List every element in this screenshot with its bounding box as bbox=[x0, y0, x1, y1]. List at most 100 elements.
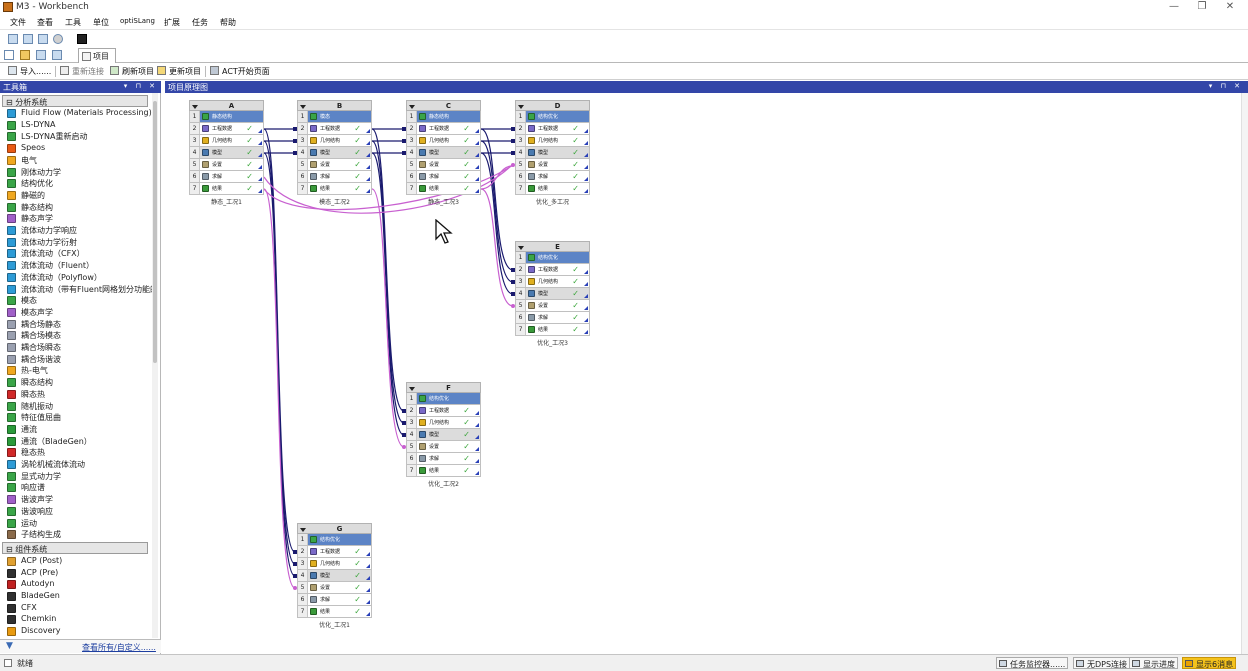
toolbox-item[interactable]: 谐波响应 bbox=[7, 506, 157, 517]
system-header[interactable]: G bbox=[297, 523, 372, 534]
toolbox-item[interactable]: 通流（BladeGen） bbox=[7, 436, 157, 447]
import-button[interactable]: 导入...... bbox=[8, 66, 51, 77]
collapse-icon[interactable] bbox=[192, 105, 198, 109]
filter-icon[interactable]: ▼ bbox=[6, 641, 13, 651]
component-systems-header[interactable]: ⊟ 组件系统 bbox=[2, 541, 148, 554]
system-name[interactable]: 优化_工况3 bbox=[537, 340, 568, 347]
show-progress-button[interactable]: 显示进度 bbox=[1129, 657, 1178, 669]
ansys-logo-icon[interactable] bbox=[77, 34, 87, 44]
toolbox-item[interactable]: LS-DYNA bbox=[7, 120, 157, 131]
new-icon[interactable] bbox=[4, 50, 14, 60]
toolbox-item[interactable]: 电气 bbox=[7, 155, 157, 166]
tab-project[interactable]: 项目 bbox=[78, 48, 116, 63]
system-name[interactable]: 优化_工况2 bbox=[428, 481, 459, 488]
toolbox-item[interactable]: 静磁的 bbox=[7, 190, 157, 201]
new-project-icon[interactable] bbox=[8, 34, 18, 44]
collapse-icon[interactable] bbox=[300, 528, 306, 532]
toolbox-item[interactable]: LS-DYNA重新启动 bbox=[7, 131, 157, 142]
system-name[interactable]: 静态_工况1 bbox=[211, 199, 242, 206]
toolbox-item[interactable]: 谐波声学 bbox=[7, 494, 157, 505]
menu-help[interactable]: 帮助 bbox=[220, 18, 236, 27]
toolbox-item[interactable]: 随机振动 bbox=[7, 401, 157, 412]
dps-connection-button[interactable]: 无DPS连接 bbox=[1073, 657, 1131, 669]
toolbox-item[interactable]: 瞬态热 bbox=[7, 389, 157, 400]
schematic-window-controls[interactable]: ▾ ⊓ ✕ bbox=[1208, 82, 1243, 90]
job-monitor-button[interactable]: 任务监控器...... bbox=[996, 657, 1069, 669]
toolbox-item[interactable]: 响应谱 bbox=[7, 482, 157, 493]
toolbox-item[interactable]: 刚体动力学 bbox=[7, 167, 157, 178]
toolbox-item[interactable]: 静态结构 bbox=[7, 202, 157, 213]
toolbox-item[interactable]: 特征值屈曲 bbox=[7, 412, 157, 423]
toolbox-item[interactable]: 耦合场静态 bbox=[7, 319, 157, 330]
toolbox-item[interactable]: Chemkin bbox=[7, 614, 157, 625]
collapse-icon[interactable] bbox=[409, 105, 415, 109]
open-icon[interactable] bbox=[23, 34, 33, 44]
system-name[interactable]: 静态_工况3 bbox=[428, 199, 459, 206]
system-name[interactable]: 优化_工况1 bbox=[319, 622, 350, 629]
menu-view[interactable]: 查看 bbox=[37, 18, 53, 27]
system-header[interactable]: D bbox=[515, 100, 590, 111]
toolbox-item[interactable]: 流体动力学响应 bbox=[7, 225, 157, 236]
save-as-icon[interactable] bbox=[52, 50, 62, 60]
toolbox-item[interactable]: 模态 bbox=[7, 295, 157, 306]
collapse-icon[interactable] bbox=[300, 105, 306, 109]
menu-optislang[interactable]: optiSLang bbox=[120, 17, 155, 25]
open-folder-icon[interactable] bbox=[20, 50, 30, 60]
system-header[interactable]: B bbox=[297, 100, 372, 111]
minimize-button[interactable]: — bbox=[1169, 1, 1179, 12]
toolbox-item[interactable]: 运动 bbox=[7, 518, 157, 529]
toolbox-item[interactable]: Fluid Flow (Materials Processing) bbox=[7, 108, 157, 119]
toolbox-item[interactable]: 涡轮机械流体流动 bbox=[7, 459, 157, 470]
system-name[interactable]: 优化_多工况 bbox=[535, 199, 569, 206]
toolbox-item[interactable]: 流体流动（CFX） bbox=[7, 248, 157, 259]
toolbox-scrollbar[interactable] bbox=[152, 93, 158, 638]
toolbox-item[interactable]: 耦合场瞬态 bbox=[7, 342, 157, 353]
toolbox-item[interactable]: CFX bbox=[7, 603, 157, 614]
toolbox-item[interactable]: 瞬态结构 bbox=[7, 377, 157, 388]
toolbox-item[interactable]: 流体动力学衍射 bbox=[7, 237, 157, 248]
show-messages-button[interactable]: 显示6消息 bbox=[1182, 657, 1237, 669]
toolbox-window-controls[interactable]: ▾ ⊓ ✕ bbox=[123, 82, 158, 90]
collapse-icon[interactable] bbox=[518, 105, 524, 109]
restore-button[interactable]: ❐ bbox=[1197, 1, 1207, 12]
toolbox-item[interactable]: BladeGen bbox=[7, 591, 157, 602]
menu-tools[interactable]: 工具 bbox=[65, 18, 81, 27]
collapse-icon[interactable] bbox=[409, 387, 415, 391]
act-start-page-button[interactable]: ACT开始页面 bbox=[210, 66, 270, 77]
toolbox-item[interactable]: Speos bbox=[7, 143, 157, 154]
toolbox-item[interactable]: 耦合场模态 bbox=[7, 330, 157, 341]
toolbox-item[interactable]: 模态声学 bbox=[7, 307, 157, 318]
toolbox-item[interactable]: ACP (Post) bbox=[7, 556, 157, 567]
close-button[interactable]: ✕ bbox=[1225, 1, 1235, 12]
